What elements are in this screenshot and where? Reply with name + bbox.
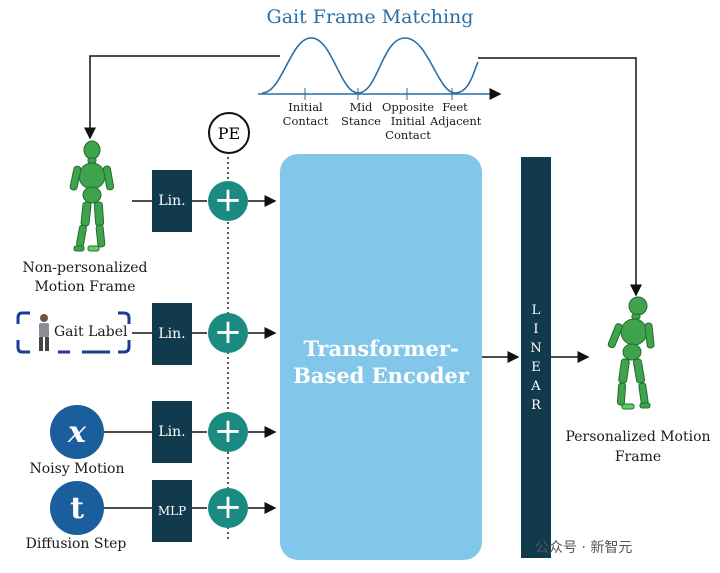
linear-letter: A bbox=[531, 379, 541, 394]
feedback-arrow-right bbox=[478, 57, 642, 297]
lin-block-gait-label: Lin. bbox=[152, 303, 192, 365]
linear-letter: L bbox=[531, 303, 541, 318]
input-label-gait: Gait Label bbox=[54, 324, 128, 340]
positional-encoding-node: PE bbox=[208, 112, 250, 154]
plus-icon: + bbox=[208, 313, 248, 353]
feedback-arrow-left bbox=[84, 55, 280, 140]
input-label-diffusion-step: Diffusion Step bbox=[25, 536, 127, 552]
input-label-motion-frame: Non-personalized Motion Frame bbox=[22, 260, 148, 295]
humanoid-figure-icon bbox=[607, 296, 655, 410]
gait-label-bracket bbox=[16, 311, 131, 354]
input-label-noisy-motion: Noisy Motion bbox=[29, 461, 125, 477]
diffusion-step-icon: t bbox=[50, 481, 104, 535]
plus-icon: + bbox=[208, 181, 248, 221]
linear-letter: R bbox=[531, 398, 541, 413]
linear-layer-block bbox=[521, 157, 551, 558]
transformer-encoder-block bbox=[280, 154, 482, 560]
noisy-motion-icon: x bbox=[50, 405, 104, 459]
watermark: 公众号 · 新智元 bbox=[535, 540, 633, 556]
mlp-block-diffusion-step: MLP bbox=[152, 480, 192, 542]
encoder-label: Transformer- Based Encoder bbox=[293, 336, 469, 388]
linear-letter: E bbox=[531, 360, 541, 375]
plus-icon: + bbox=[208, 488, 248, 528]
diagram-title: Gait Frame Matching bbox=[266, 6, 474, 28]
gait-tick-initial-contact: Initial Contact bbox=[282, 100, 329, 128]
gait-tick-opposite-initial-contact: Opposite Initial Contact bbox=[382, 100, 435, 142]
linear-letter: N bbox=[530, 341, 542, 356]
gait-tick-feet-adjacent: Feet Adjacent bbox=[430, 100, 482, 128]
lin-block-motion-frame: Lin. bbox=[152, 170, 192, 232]
lin-block-noisy-motion: Lin. bbox=[152, 401, 192, 463]
humanoid-figure-icon bbox=[69, 140, 115, 252]
gait-tick-mid-stance: Mid Stance bbox=[340, 100, 381, 128]
linear-letter: I bbox=[533, 322, 539, 337]
gait-wave-graph bbox=[258, 37, 502, 100]
plus-icon: + bbox=[208, 412, 248, 452]
output-label: Personalized Motion Frame bbox=[565, 429, 711, 465]
person-icon bbox=[39, 314, 49, 351]
